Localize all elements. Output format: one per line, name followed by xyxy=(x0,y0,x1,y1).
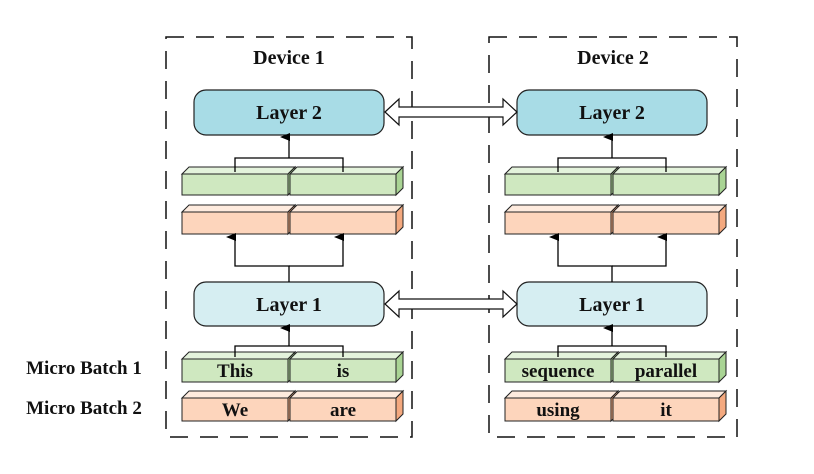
token-label: sequence xyxy=(522,361,595,382)
bar-front-face xyxy=(181,358,289,383)
arrow-to-orange-right xyxy=(289,233,344,267)
bar-top-face xyxy=(288,166,405,175)
micro-batch-1-token: parallel xyxy=(611,350,728,384)
micro-batch-1-token: sequence xyxy=(503,350,620,384)
activation-bar-orange xyxy=(611,203,728,236)
token-label: This xyxy=(217,361,253,382)
layer-1-label: Layer 1 xyxy=(579,294,645,316)
bar-front-face xyxy=(612,173,720,196)
bar-top-face xyxy=(611,166,728,175)
activation-bar-green xyxy=(503,165,620,197)
bar-top-face xyxy=(503,166,620,175)
layer-2-label: Layer 2 xyxy=(256,102,322,124)
layer-1-label: Layer 1 xyxy=(256,294,322,316)
arrow-to-orange-left xyxy=(226,233,290,282)
bar-top-face xyxy=(503,390,620,399)
bar-front-face xyxy=(504,358,612,383)
micro-batch-2-token: are xyxy=(288,389,405,423)
layer-1-communication-arrow xyxy=(384,289,518,319)
arrow-to-orange-right xyxy=(612,233,667,267)
bar-top-face xyxy=(180,390,297,399)
bar-front-face xyxy=(504,211,612,235)
layer-2-label: Layer 2 xyxy=(579,102,645,124)
token-label: are xyxy=(330,400,356,421)
bar-front-face xyxy=(612,358,720,383)
bar-front-face xyxy=(612,397,720,422)
bar-front-face xyxy=(289,173,397,196)
token-label: it xyxy=(660,400,672,421)
row-label-micro-batch-2: Micro Batch 2 xyxy=(26,398,142,419)
activation-bar-orange xyxy=(503,203,620,236)
bar-front-face xyxy=(289,397,397,422)
micro-batch-2-token: using xyxy=(503,389,620,423)
bar-front-face xyxy=(504,173,612,196)
micro-batch-2-token: it xyxy=(611,389,728,423)
activation-bar-orange xyxy=(288,203,405,236)
bar-top-face xyxy=(288,204,405,213)
activation-bar-green xyxy=(180,165,297,197)
arrow-to-orange-left xyxy=(549,233,613,282)
bar-top-face xyxy=(288,390,405,399)
bar-front-face xyxy=(181,397,289,422)
token-label: is xyxy=(337,361,350,382)
bar-front-face xyxy=(181,211,289,235)
activation-bar-green xyxy=(611,165,728,197)
bar-top-face xyxy=(503,351,620,360)
device-2-title: Device 2 xyxy=(577,47,649,69)
bar-front-face xyxy=(289,211,397,235)
bar-top-face xyxy=(503,204,620,213)
device-1-dashed-frame xyxy=(165,36,413,438)
activation-bar-green xyxy=(288,165,405,197)
bar-top-face xyxy=(180,166,297,175)
token-label: parallel xyxy=(635,361,697,382)
bar-front-face xyxy=(504,397,612,422)
bar-front-face xyxy=(181,173,289,196)
layer-2-communication-arrow xyxy=(384,97,518,127)
device-1-title: Device 1 xyxy=(253,47,325,69)
device-2-dashed-frame xyxy=(488,36,738,438)
micro-batch-1-token: is xyxy=(288,350,405,384)
bar-front-face xyxy=(289,358,397,383)
bar-top-face xyxy=(611,351,728,360)
bar-top-face xyxy=(180,351,297,360)
bar-top-face xyxy=(611,204,728,213)
token-label: We xyxy=(222,400,248,421)
micro-batch-1-token: This xyxy=(180,350,297,384)
activation-bar-orange xyxy=(180,203,297,236)
bar-top-face xyxy=(288,351,405,360)
bar-front-face xyxy=(612,211,720,235)
token-label: using xyxy=(536,400,580,421)
row-label-micro-batch-1: Micro Batch 1 xyxy=(26,358,142,379)
micro-batch-2-token: We xyxy=(180,389,297,423)
device-2-group: Device 2 Layer 2 Layer 1 sequence parallel us… xyxy=(488,36,738,438)
bar-top-face xyxy=(180,204,297,213)
bar-top-face xyxy=(611,390,728,399)
